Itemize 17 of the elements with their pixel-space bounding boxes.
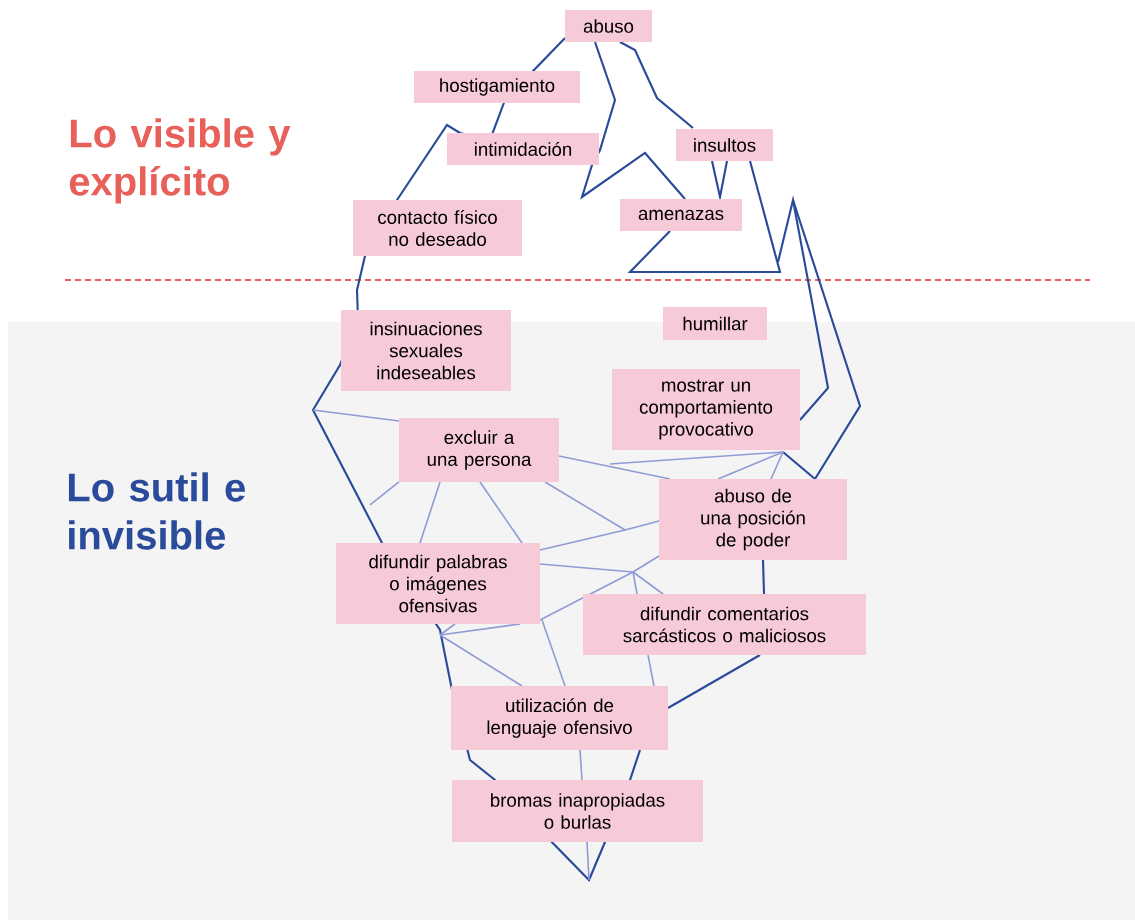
term-box: bromas inapropiadas o burlas [452,780,703,842]
term-box: intimidación [447,133,599,165]
term-box: utilización de lenguaje ofensivo [451,686,668,750]
term-box: insinuaciones sexuales indeseables [341,310,511,391]
term-box: hostigamiento [414,71,580,103]
term-box: difundir palabras o imágenes ofensivas [336,543,540,624]
term-box: abuso de una posición de poder [659,479,847,560]
term-box: contacto físico no deseado [353,200,522,256]
section-heading: Lo visible y explícito [69,118,291,204]
term-box: insultos [676,129,773,161]
section-heading: Lo sutil e invisible [68,472,245,550]
term-box: amenazas [620,199,742,231]
term-box: mostrar un comportamiento provocativo [612,369,800,450]
term-box: humillar [663,307,767,340]
term-box: difundir comentarios sarcásticos o maliciosos [583,594,866,655]
term-box: abuso [565,10,652,42]
term-box: excluir a una persona [399,418,559,482]
